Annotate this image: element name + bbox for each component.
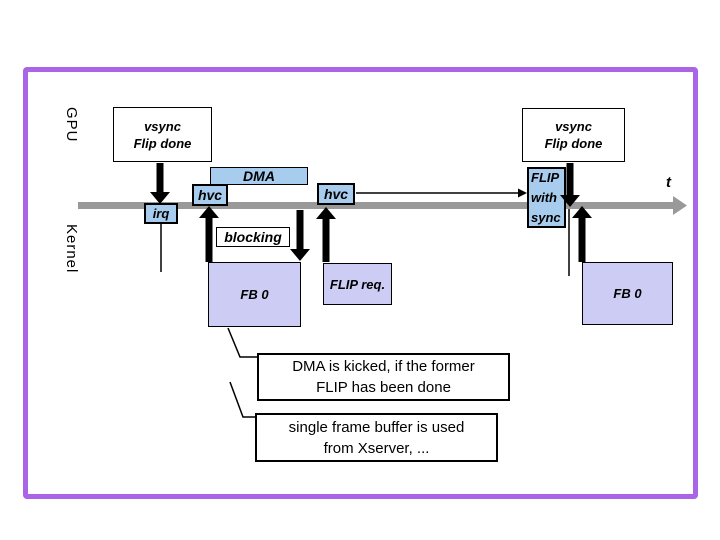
lane-label-kernel: Kernel xyxy=(63,224,80,274)
lane-label-gpu: GPU xyxy=(63,107,80,143)
vsync-flip-done-box-left: vsync Flip done xyxy=(113,107,212,162)
blocking-box: blocking xyxy=(216,227,290,247)
time-axis-label: t xyxy=(666,174,671,191)
fb0-box-right: FB 0 xyxy=(582,262,673,325)
hvc-box-left: hvc xyxy=(192,184,228,206)
callout-single-framebuffer: single frame buffer is used from Xserver… xyxy=(255,413,498,462)
fb0-box-left: FB 0 xyxy=(208,262,301,327)
dma-box: DMA xyxy=(210,167,308,185)
hvc-box-right: hvc xyxy=(317,183,355,205)
irq-box: irq xyxy=(144,203,178,224)
callout-dma-kicked: DMA is kicked, if the former FLIP has be… xyxy=(257,353,510,401)
vsync-flip-done-box-right: vsync Flip done xyxy=(522,108,625,162)
flip-req-box: FLIP req. xyxy=(323,263,392,305)
flip-with-sync-box: FLIP with sync xyxy=(527,167,566,228)
